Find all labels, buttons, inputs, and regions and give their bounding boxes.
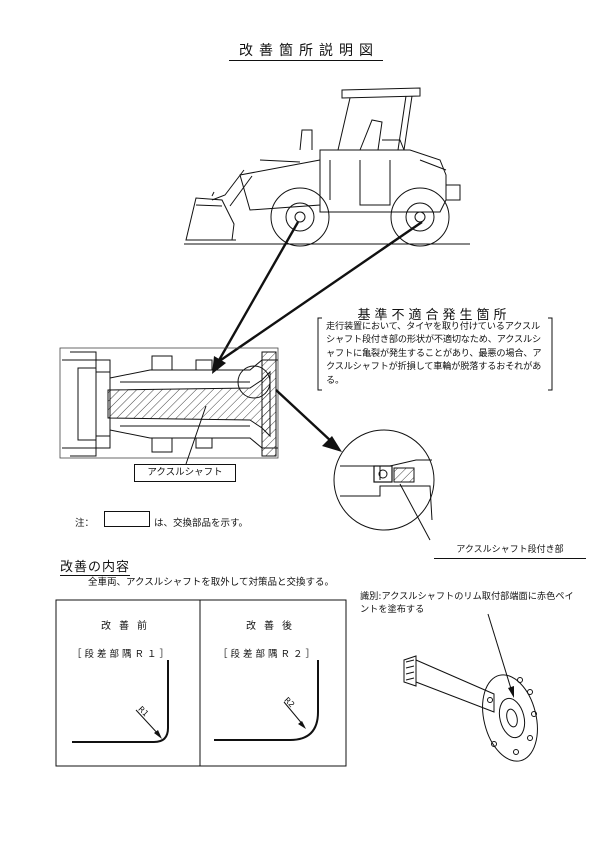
- before-spec: ［段差部隅Ｒ１］: [72, 649, 173, 660]
- replacement-axle-drawing: [403, 613, 538, 762]
- before-header: 改善前: [101, 621, 155, 632]
- note-text: は、交換部品を示す。: [154, 518, 249, 529]
- callout-bracket: [317, 317, 553, 391]
- note-legend-box: [104, 511, 150, 527]
- section-description: 全車両、アクスルシャフトを取外して対策品と交換する。: [88, 577, 334, 588]
- page-title: 改善箇所説明図: [0, 40, 612, 61]
- step-detail-view: [333, 429, 435, 541]
- callout-title: 基準不適合発生箇所: [357, 308, 511, 323]
- identification-note: 識別:アクスルシャフトのリム取付部端面に赤色ペイントを塗布する: [360, 591, 574, 615]
- after-header: 改善後: [246, 621, 300, 632]
- axle-shaft-step-label: アクスルシャフト段付き部: [434, 543, 586, 559]
- callout-body: 走行装置において、タイヤを取り付けているアクスルシャフト段付き部の形状が不適切な…: [326, 321, 542, 386]
- comparison-table: [55, 599, 347, 767]
- section-title: 改善の内容: [60, 556, 131, 576]
- wheel-loader-drawing: [184, 87, 470, 247]
- after-spec: ［段差部隅Ｒ２］: [218, 649, 319, 660]
- axle-cross-section: [59, 347, 279, 465]
- note-prefix: 注：: [75, 518, 95, 529]
- detail-arrow: [275, 389, 342, 452]
- axle-shaft-label: アクスルシャフト: [134, 464, 236, 482]
